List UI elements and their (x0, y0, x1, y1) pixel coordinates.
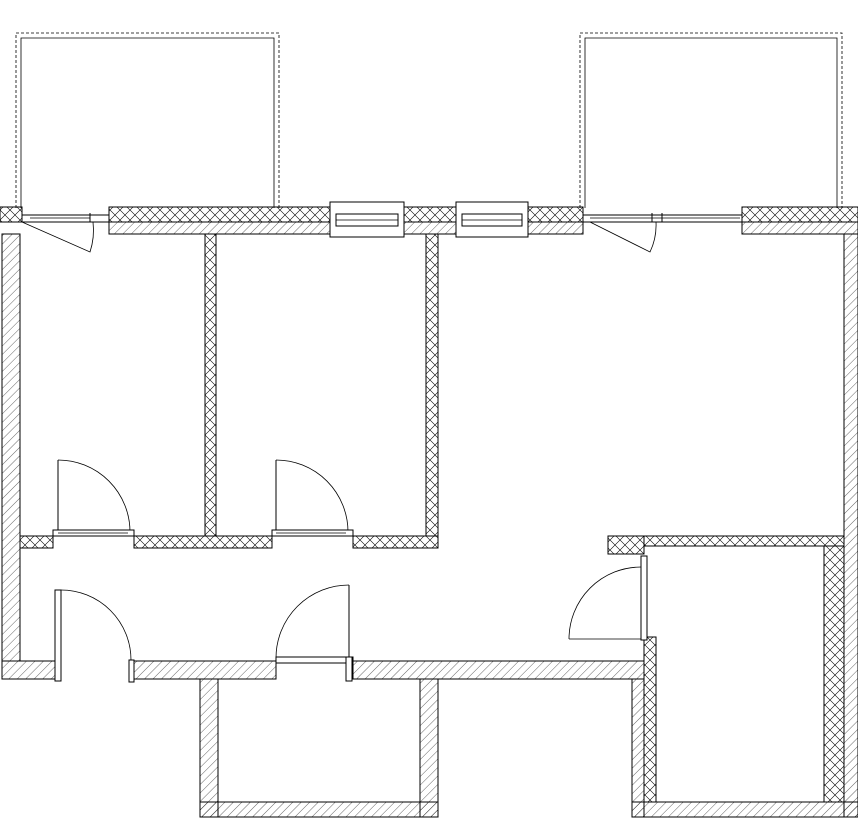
door-balcony-right (582, 213, 743, 253)
hallway-bottom-wall (1, 660, 645, 680)
storage-room-walls (607, 233, 858, 818)
door-bedroom-middle (271, 459, 354, 537)
door-storage (568, 555, 648, 641)
window-1 (329, 201, 405, 238)
bedroom-bottom-walls (19, 535, 439, 549)
partition-wall-1 (204, 233, 217, 537)
partition-wall-2 (425, 233, 439, 537)
door-entrance (54, 589, 135, 683)
bathroom-walls (199, 678, 439, 818)
balcony-right (579, 32, 843, 208)
door-bathroom (275, 584, 354, 682)
exterior-wall-top (0, 206, 858, 235)
balcony-left (15, 32, 280, 208)
door-bedroom-left (52, 459, 135, 537)
exterior-wall-left (1, 233, 21, 662)
window-2 (455, 201, 529, 238)
door-balcony-left (21, 213, 110, 253)
